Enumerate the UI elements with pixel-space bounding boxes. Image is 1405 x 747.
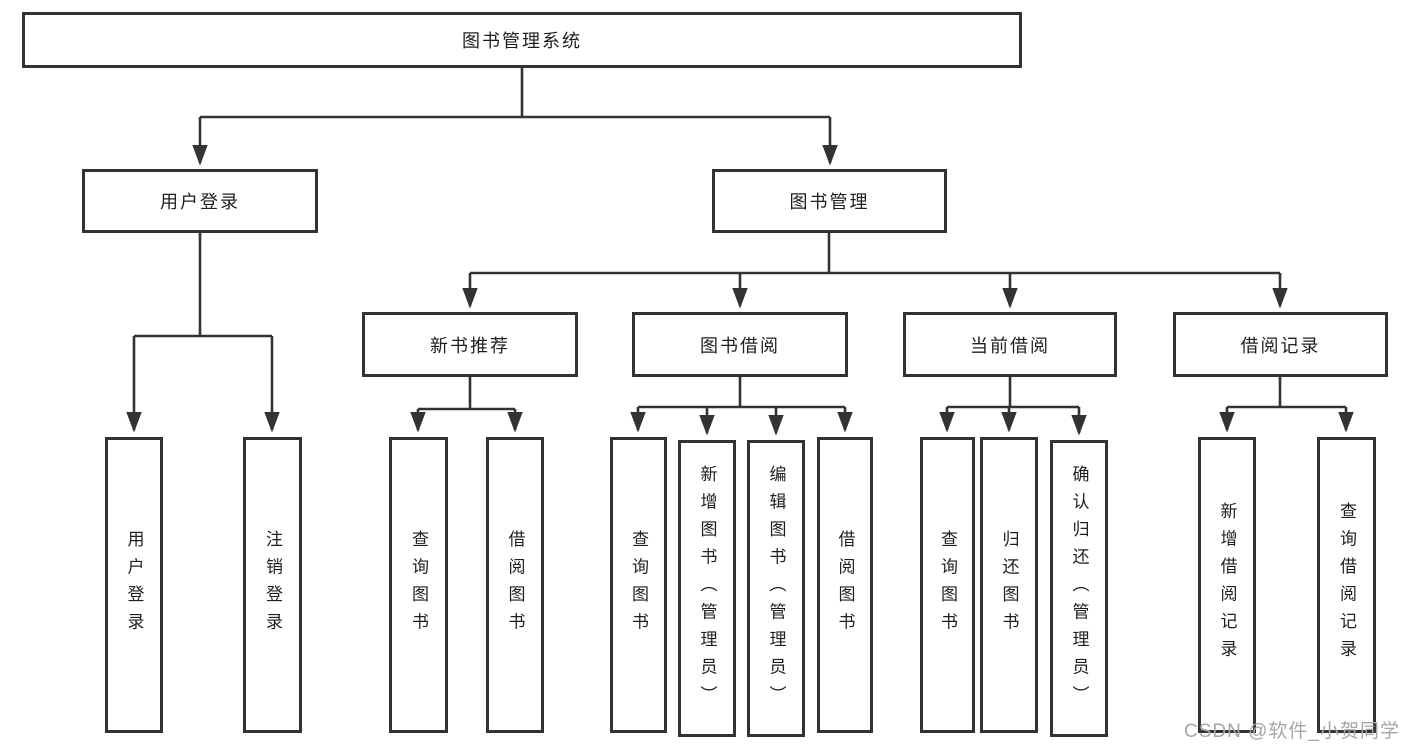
node-borrowing-records-label: 借阅记录 xyxy=(1240,335,1321,356)
node-new-book-recommendation: 新书推荐 xyxy=(362,312,578,377)
node-query-books-borrowing: 查询图书 xyxy=(610,437,667,733)
node-root-label: 图书管理系统 xyxy=(462,31,582,51)
node-confirm-return-admin-label: 确认归还（管理员） xyxy=(1069,464,1089,713)
node-borrow-books-borrowing: 借阅图书 xyxy=(817,437,873,733)
node-query-borrow-record: 查询借阅记录 xyxy=(1317,437,1376,733)
node-user-login-leaf: 用户登录 xyxy=(105,437,163,733)
node-book-borrowing-label: 图书借阅 xyxy=(700,335,780,356)
node-query-books-current: 查询图书 xyxy=(920,437,975,733)
node-borrow-books-recommend-label: 借阅图书 xyxy=(505,529,525,641)
node-logout: 注销登录 xyxy=(243,437,302,733)
node-add-books-admin: 新增图书（管理员） xyxy=(678,440,736,737)
node-return-books: 归还图书 xyxy=(980,437,1038,733)
node-book-borrowing: 图书借阅 xyxy=(632,312,848,377)
node-confirm-return-admin: 确认归还（管理员） xyxy=(1050,440,1108,737)
node-edit-books-admin: 编辑图书（管理员） xyxy=(747,440,805,737)
node-current-borrowing-label: 当前借阅 xyxy=(970,335,1050,356)
node-borrow-books-recommend: 借阅图书 xyxy=(486,437,544,733)
node-book-management-label: 图书管理 xyxy=(789,192,870,212)
node-new-book-recommendation-label: 新书推荐 xyxy=(430,335,510,356)
node-book-management: 图书管理 xyxy=(712,169,947,233)
node-query-books-current-label: 查询图书 xyxy=(938,529,957,641)
node-add-borrow-record: 新增借阅记录 xyxy=(1198,437,1256,733)
node-borrow-books-borrowing-label: 借阅图书 xyxy=(835,529,855,641)
node-query-books-recommend: 查询图书 xyxy=(389,437,448,733)
node-return-books-label: 归还图书 xyxy=(999,529,1019,641)
node-add-books-admin-label: 新增图书（管理员） xyxy=(697,464,717,713)
node-query-borrow-record-label: 查询借阅记录 xyxy=(1337,502,1356,668)
node-edit-books-admin-label: 编辑图书（管理员） xyxy=(766,464,786,713)
csdn-watermark: CSDN @软件_小贺同学 xyxy=(1184,721,1400,742)
node-current-borrowing: 当前借阅 xyxy=(903,312,1117,377)
node-user-login-label: 用户登录 xyxy=(160,192,240,212)
node-logout-label: 注销登录 xyxy=(263,529,282,641)
node-user-login-leaf-label: 用户登录 xyxy=(124,529,144,641)
node-query-books-borrowing-label: 查询图书 xyxy=(629,529,648,641)
node-root: 图书管理系统 xyxy=(22,12,1022,68)
node-add-borrow-record-label: 新增借阅记录 xyxy=(1217,502,1237,668)
node-borrowing-records: 借阅记录 xyxy=(1173,312,1388,377)
node-user-login: 用户登录 xyxy=(82,169,318,233)
node-query-books-recommend-label: 查询图书 xyxy=(409,529,428,641)
